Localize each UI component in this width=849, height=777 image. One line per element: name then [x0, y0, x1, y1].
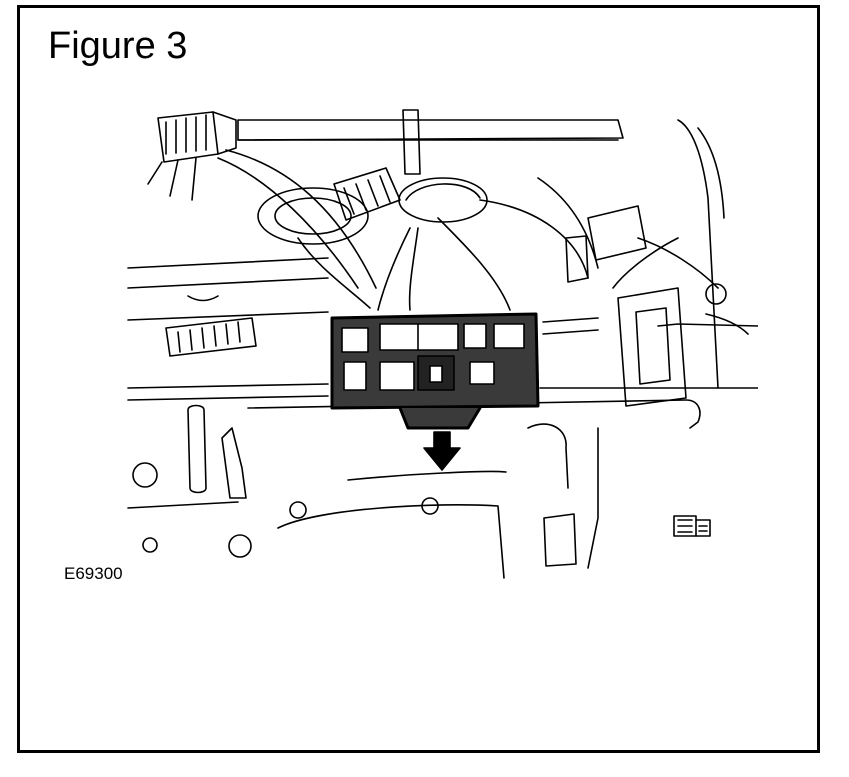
- harness-tube-upper: [237, 109, 624, 175]
- lower-panel: [127, 404, 599, 579]
- wire-looms: [217, 149, 719, 311]
- connector-top-centre: [333, 167, 401, 221]
- connector-left-lower: [165, 295, 257, 357]
- connector-top-left: [147, 111, 237, 201]
- grommet-centre: [398, 177, 488, 223]
- downward-arrow-icon: [423, 431, 461, 471]
- mounting-holes: [132, 462, 439, 558]
- engine-bay-symbol-icon: [673, 515, 711, 537]
- grommet-left: [257, 187, 369, 245]
- chassis-rails: [127, 257, 758, 429]
- bracket-right: [565, 119, 749, 407]
- component-illustration: [127, 109, 758, 579]
- relay-module: [330, 312, 540, 430]
- figure-reference-code: E69300: [64, 564, 123, 583]
- figure-title: Figure 3: [48, 25, 188, 67]
